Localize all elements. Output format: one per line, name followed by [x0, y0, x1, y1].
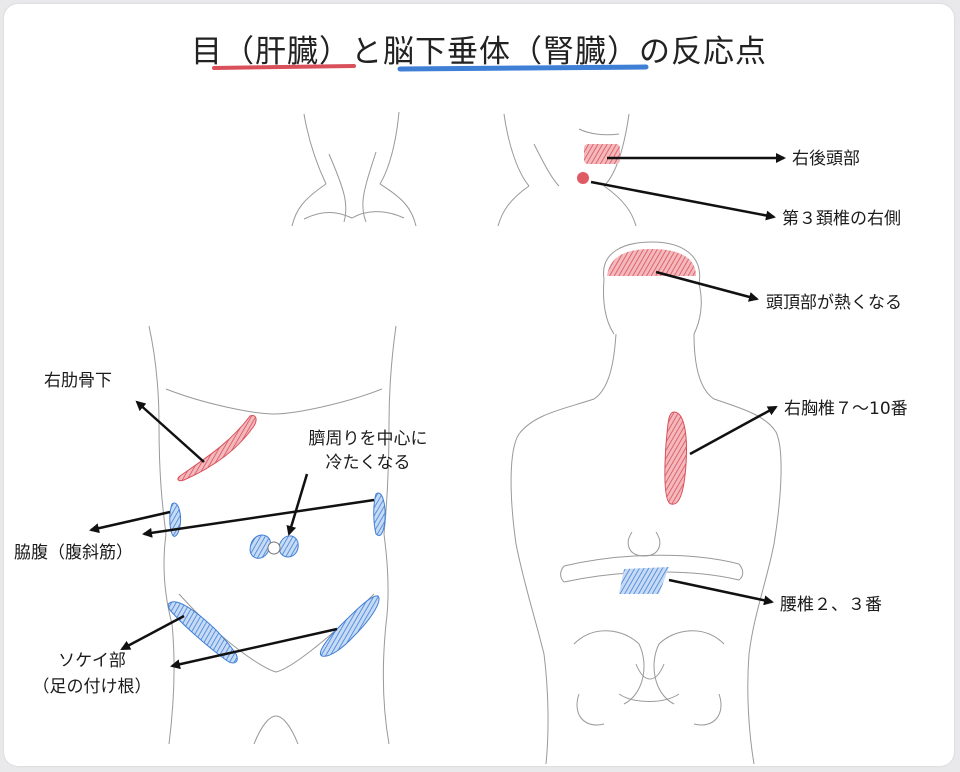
crown-zone — [607, 249, 696, 276]
label-crown-hot: 頭頂部が熱くなる — [766, 293, 902, 313]
flank-right-zone — [373, 492, 386, 536]
arrow-navel — [286, 473, 309, 536]
label-groin-line1: ソケイ部 — [58, 651, 126, 671]
arrow-crown — [655, 270, 759, 302]
back-torso-sketch — [510, 241, 782, 765]
page-title: 目（肝臓）と脳下垂体（腎臓）の反応点 — [191, 34, 767, 70]
right-thoracic-zone — [664, 411, 687, 505]
label-navel-line2: 冷たくなる — [325, 453, 411, 473]
label-groin-line2: （足の付け根） — [32, 677, 152, 697]
groin-right-zone — [319, 595, 380, 657]
label-right-thoracic: 右胸椎７〜10番 — [784, 399, 908, 419]
arrow-right-thoracic — [689, 405, 778, 456]
front-torso-sketch — [148, 325, 397, 745]
neck-back-sketch — [497, 113, 637, 227]
arrow-c3-right — [590, 180, 776, 221]
diagram-card: 目（肝臓）と脳下垂体（腎臓）の反応点 — [4, 4, 954, 766]
arrow-flank-left — [89, 510, 171, 534]
label-c3-right: 第３頚椎の右側 — [782, 209, 901, 229]
right-occiput-zone — [584, 144, 620, 164]
c3-right-zone — [577, 172, 589, 184]
groin-left-zone — [167, 601, 238, 664]
kidney-underline — [397, 64, 649, 72]
neck-front-sketch — [291, 111, 417, 227]
label-right-rib: 右肋骨下 — [44, 371, 112, 391]
arrow-right-rib — [135, 400, 205, 463]
arrow-flank-right — [142, 498, 375, 538]
navel-zone — [249, 534, 299, 559]
flank-left-zone — [169, 502, 181, 537]
label-flank: 脇腹（腹斜筋） — [14, 543, 133, 563]
lumbar-zone — [619, 567, 669, 594]
label-lumbar: 腰椎２、３番 — [780, 595, 882, 615]
right-rib-zone — [177, 415, 257, 482]
body-illustration — [89, 64, 786, 765]
arrow-groin-left — [120, 614, 185, 651]
label-right-occiput: 右後頭部 — [792, 149, 860, 169]
arrow-lumbar — [668, 578, 774, 606]
label-navel-line1: 臍周りを中心に — [308, 429, 428, 449]
liver-underline — [212, 64, 356, 70]
arrow-groin-right — [170, 627, 338, 670]
